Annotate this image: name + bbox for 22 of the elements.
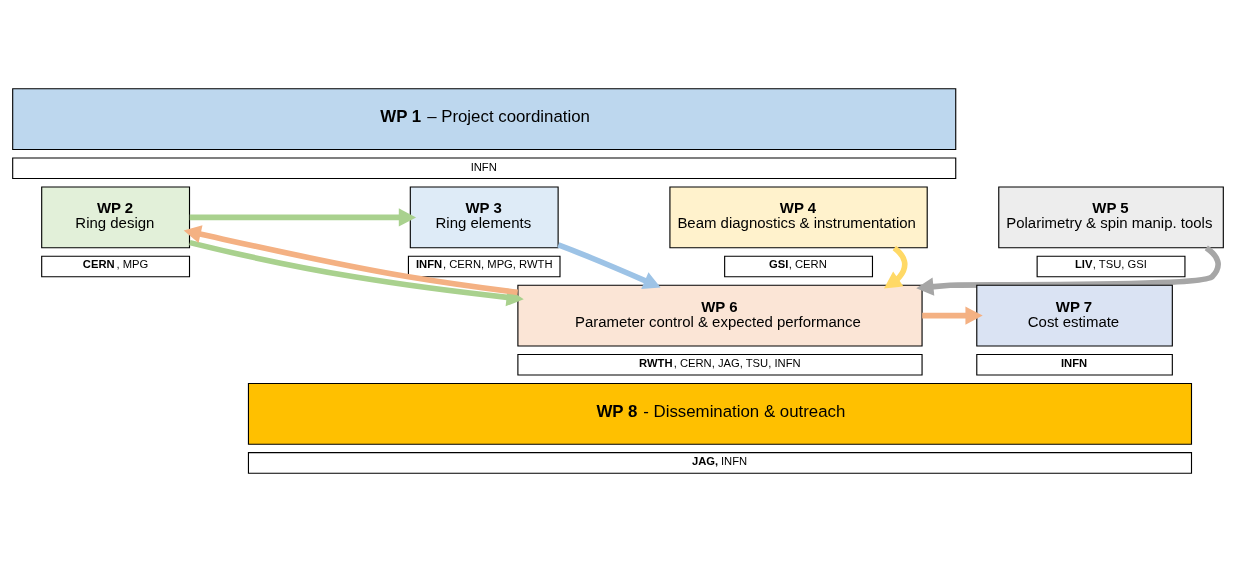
arrow [916, 245, 1221, 296]
node-box: WP 2 Ring design [41, 185, 191, 248]
arrow [183, 224, 519, 295]
node-box: WP 3 Ring elements [409, 185, 559, 248]
node-box: WP 7 Cost estimate [976, 284, 1173, 347]
node-box: GSI, CERN [724, 255, 874, 277]
node-box: RWTH, CERN, JAG, TSU, INFN [517, 353, 923, 376]
node-box: WP 1 – Project coordination [12, 87, 957, 150]
arrow [189, 207, 417, 226]
node-box: INFN, CERN, MPG, RWTH [407, 255, 561, 277]
node-box: WP 5 Polarimetry & spin manip. tools [998, 185, 1224, 248]
node-box: WP 4 Beam diagnostics & instrumentation [669, 185, 928, 248]
arrow [557, 241, 661, 289]
node-box: WP 6 Parameter control & expected performance [517, 284, 923, 347]
node-box: LIV, TSU, GSI [1036, 255, 1186, 277]
node-box: INFN [976, 353, 1173, 376]
node-box: WP 8 - Dissemination & outreach [247, 382, 1193, 445]
arrow [189, 239, 524, 306]
arrow [922, 306, 983, 325]
node-box: INFN [12, 156, 957, 179]
node-box: CERN, MPG [41, 255, 191, 277]
node-box: JAG, INFN [247, 451, 1193, 474]
